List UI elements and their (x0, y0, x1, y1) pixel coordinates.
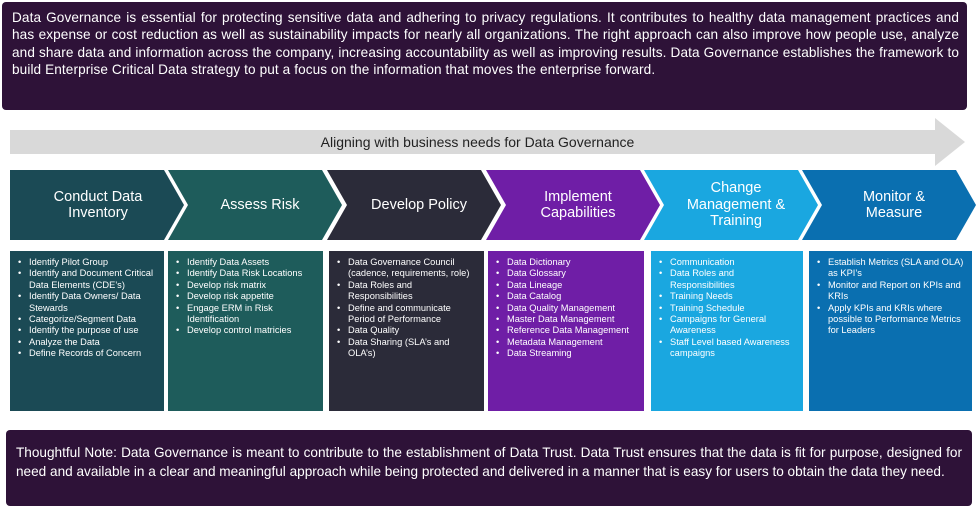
list-item: Metadata Management (494, 337, 638, 349)
stage-item-list: Data Governance Council (cadence, requir… (335, 257, 478, 360)
list-item: Develop risk matrix (174, 280, 317, 292)
list-item: Data Streaming (494, 348, 638, 360)
list-item: Engage ERM in Risk Identification (174, 303, 317, 326)
stage-title: Assess Risk (220, 196, 300, 213)
list-item: Categorize/Segment Data (16, 314, 158, 326)
list-item: Apply KPIs and KRIs where possible to Pe… (815, 303, 966, 337)
list-item: Reference Data Management (494, 325, 638, 337)
list-item: Data Quality Management (494, 303, 638, 315)
stage-chevron-shape (327, 170, 501, 240)
list-item: Campaigns for General Awareness (657, 314, 797, 337)
stage-card-5: CommunicationData Roles and Responsibili… (651, 251, 803, 411)
list-item: Data Sharing (SLA’s and OLA’s) (335, 337, 478, 360)
banner-text: Aligning with business needs for Data Go… (320, 134, 635, 150)
list-item: Communication (657, 257, 797, 269)
note-text: Thoughtful Note: Data Governance is mean… (16, 445, 962, 479)
stage-chevron-1: Conduct Data Inventory (10, 170, 184, 240)
stage-chevron-shape (644, 170, 818, 240)
list-item: Identify Pilot Group (16, 257, 158, 269)
stage-item-list: Identify Pilot GroupIdentify and Documen… (16, 257, 158, 360)
list-item: Data Roles and Responsibilities (335, 280, 478, 303)
list-item: Monitor and Report on KPIs and KRIs (815, 280, 966, 303)
banner-arrow-shape (10, 118, 965, 166)
list-item: Identify and Document Critical Data Elem… (16, 268, 158, 291)
stage-chevron-shape (168, 170, 342, 240)
list-item: Establish Metrics (SLA and OLA) as KPI’s (815, 257, 966, 280)
list-item: Develop risk appetite (174, 291, 317, 303)
stage-item-list: CommunicationData Roles and Responsibili… (657, 257, 797, 360)
stage-card-4: Data DictionaryData GlossaryData Lineage… (488, 251, 644, 411)
list-item: Identify the purpose of use (16, 325, 158, 337)
list-item: Identify Data Assets (174, 257, 317, 269)
list-item: Data Roles and Responsibilities (657, 268, 797, 291)
intro-text: Data Governance is essential for protect… (12, 10, 959, 78)
list-item: Staff Level based Awareness campaigns (657, 337, 797, 360)
stage-chevron-2: Assess Risk (168, 170, 342, 240)
list-item: Develop control matricies (174, 325, 317, 337)
stage-item-list: Establish Metrics (SLA and OLA) as KPI’s… (815, 257, 966, 337)
alignment-banner: Aligning with business needs for Data Go… (10, 118, 965, 166)
stage-item-list: Identify Data AssetsIdentify Data Risk L… (174, 257, 317, 337)
stage-chevron-shape (10, 170, 184, 240)
list-item: Analyze the Data (16, 337, 158, 349)
intro-box: Data Governance is essential for protect… (2, 2, 967, 110)
list-item: Training Needs (657, 291, 797, 303)
stage-chevron-3: Develop Policy (327, 170, 501, 240)
list-item: Data Dictionary (494, 257, 638, 269)
stage-card-2: Identify Data AssetsIdentify Data Risk L… (168, 251, 323, 411)
stage-chevron-5: Change Management & Training (644, 170, 818, 240)
stage-chevron-shape (486, 170, 660, 240)
list-item: Identify Data Risk Locations (174, 268, 317, 280)
list-item: Data Governance Council (cadence, requir… (335, 257, 478, 280)
list-item: Data Catalog (494, 291, 638, 303)
stage-title: Monitor & Measure (862, 188, 926, 222)
stage-title: Develop Policy (371, 196, 467, 213)
stage-item-list: Data DictionaryData GlossaryData Lineage… (494, 257, 638, 360)
stage-title: Implement Capabilities (540, 188, 616, 222)
banner-arrow (10, 118, 965, 166)
list-item: Define Records of Concern (16, 348, 158, 360)
stage-title: Conduct Data Inventory (53, 188, 143, 222)
list-item: Define and communicate Period of Perform… (335, 303, 478, 326)
stage-card-3: Data Governance Council (cadence, requir… (329, 251, 484, 411)
list-item: Data Lineage (494, 280, 638, 292)
list-item: Training Schedule (657, 303, 797, 315)
stage-chevron-shape (802, 170, 976, 240)
list-item: Data Quality (335, 325, 478, 337)
stage-chevron-6: Monitor & Measure (802, 170, 976, 240)
stage-chevron-4: Implement Capabilities (486, 170, 660, 240)
stage-card-6: Establish Metrics (SLA and OLA) as KPI’s… (809, 251, 972, 411)
stage-card-1: Identify Pilot GroupIdentify and Documen… (10, 251, 164, 411)
note-box: Thoughtful Note: Data Governance is mean… (6, 430, 972, 506)
stage-title: Change Management & Training (686, 180, 786, 230)
list-item: Identify Data Owners/ Data Stewards (16, 291, 158, 314)
list-item: Master Data Management (494, 314, 638, 326)
list-item: Data Glossary (494, 268, 638, 280)
